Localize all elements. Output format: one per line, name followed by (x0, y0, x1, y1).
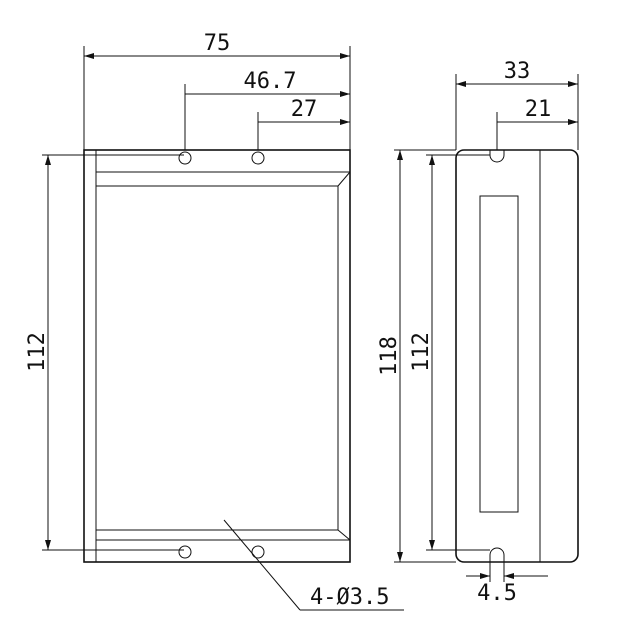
dim-hole-offset-left-label: 46.7 (244, 69, 297, 94)
dim-slot-width-label: 4.5 (477, 581, 517, 606)
hole-callout-leader (223, 519, 301, 611)
dim-side-body-height-label: 112 (409, 332, 434, 372)
front-top-chamfer (337, 171, 351, 187)
dim-side-depth-label: 33 (504, 59, 531, 84)
front-bottom-chamfer (337, 529, 351, 541)
side-bottom-slot (489, 547, 505, 562)
front-outer-outline (83, 149, 351, 563)
mount-hole-bottom-right (251, 545, 265, 559)
dim-front-height-label: 112 (25, 332, 50, 372)
mount-hole-bottom-left (178, 545, 192, 559)
dim-slot-offset-label: 21 (525, 97, 552, 122)
side-top-slot (489, 150, 505, 163)
hole-callout-label: 4-Ø3.5 (310, 585, 389, 610)
dim-overall-width-label: 75 (204, 31, 231, 56)
side-outer-outline (455, 149, 579, 563)
side-connector-window (479, 195, 519, 513)
side-dimensions: 33 21 118 112 4.5 (377, 59, 579, 606)
side-view (455, 149, 579, 563)
dim-hole-offset-right-label: 27 (291, 97, 318, 122)
front-dimensions: 75 46.7 27 112 4-Ø3.5 (25, 31, 404, 611)
front-view (83, 149, 351, 563)
mount-hole-top-right (251, 151, 265, 165)
dim-side-overall-height-label: 118 (377, 336, 402, 376)
mount-hole-top-left (178, 151, 192, 165)
